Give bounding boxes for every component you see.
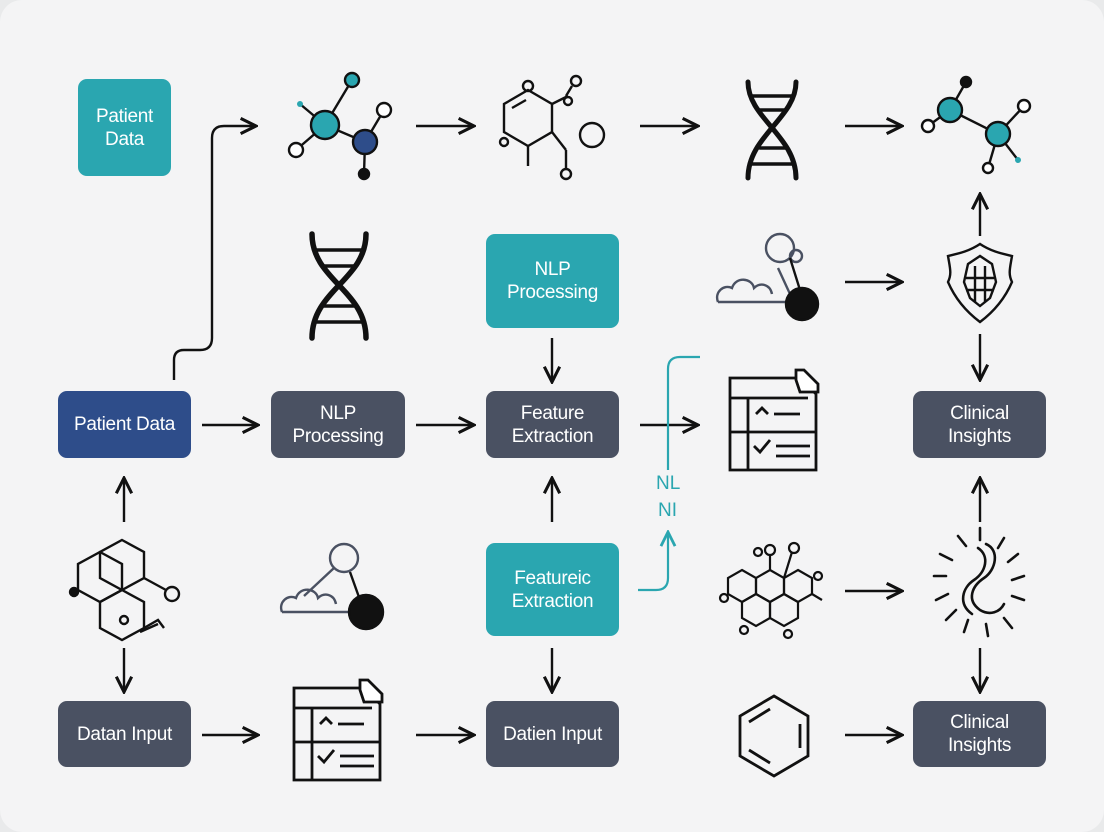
molecule-network-icon-right <box>920 75 1032 175</box>
patient-data-box-top: Patient Data <box>78 79 171 176</box>
dna-icon <box>745 79 799 181</box>
clinical-insights-box-bottom: Clinical Insights <box>913 701 1046 767</box>
patient-data-label-top: Patient Data <box>95 105 154 150</box>
benzene-ring-icon <box>738 694 810 778</box>
nlp-processing-box-mid: NLP Processing <box>271 391 405 458</box>
clinical-insights-label-mid: Clinical Insights <box>947 402 1012 447</box>
elbow-connector <box>172 126 256 380</box>
feature-extraction-label: Feature Extraction <box>511 402 594 447</box>
cloud-node-icon <box>715 232 820 322</box>
nlp-processing-label-mid: NLP Processing <box>292 402 384 447</box>
nlp-processing-box-top: NLP Processing <box>486 234 619 328</box>
hexagon-cluster-icon <box>718 541 824 640</box>
teal-bracket-lower <box>638 532 668 592</box>
document-checklist-icon <box>728 368 820 472</box>
shield-grid-icon <box>946 242 1014 324</box>
patient-data-box-mid: Patient Data <box>58 391 191 458</box>
clinical-insights-box-mid: Clinical Insights <box>913 391 1046 458</box>
featureic-extraction-label: Featureic Extraction <box>511 567 594 612</box>
nlp-processing-label-top: NLP Processing <box>507 259 598 303</box>
datien-input-box: Datien Input <box>486 701 619 767</box>
clinical-insights-label-bottom: Clinical Insights <box>947 712 1012 756</box>
datien-input-label: Datien Input <box>503 723 602 745</box>
side-label-ni: NI <box>658 500 677 521</box>
cloud-node-icon-lower <box>279 542 385 631</box>
chemical-structure-icon <box>498 74 606 181</box>
datan-input-box: Datan Input <box>58 701 191 767</box>
neuron-burst-icon <box>932 526 1026 638</box>
feature-extraction-box: Feature Extraction <box>486 391 619 458</box>
molecule-network-icon <box>287 71 393 181</box>
hexagon-molecule-icon <box>68 538 181 642</box>
datan-input-label: Datan Input <box>77 723 172 745</box>
teal-bracket-upper <box>666 355 700 470</box>
featureic-extraction-box: Featureic Extraction <box>486 543 619 636</box>
patient-data-label-mid: Patient Data <box>74 414 175 435</box>
side-label-nl: NL <box>656 473 681 494</box>
document-checklist-icon-lower <box>292 678 384 782</box>
dna-icon-large <box>309 231 369 341</box>
